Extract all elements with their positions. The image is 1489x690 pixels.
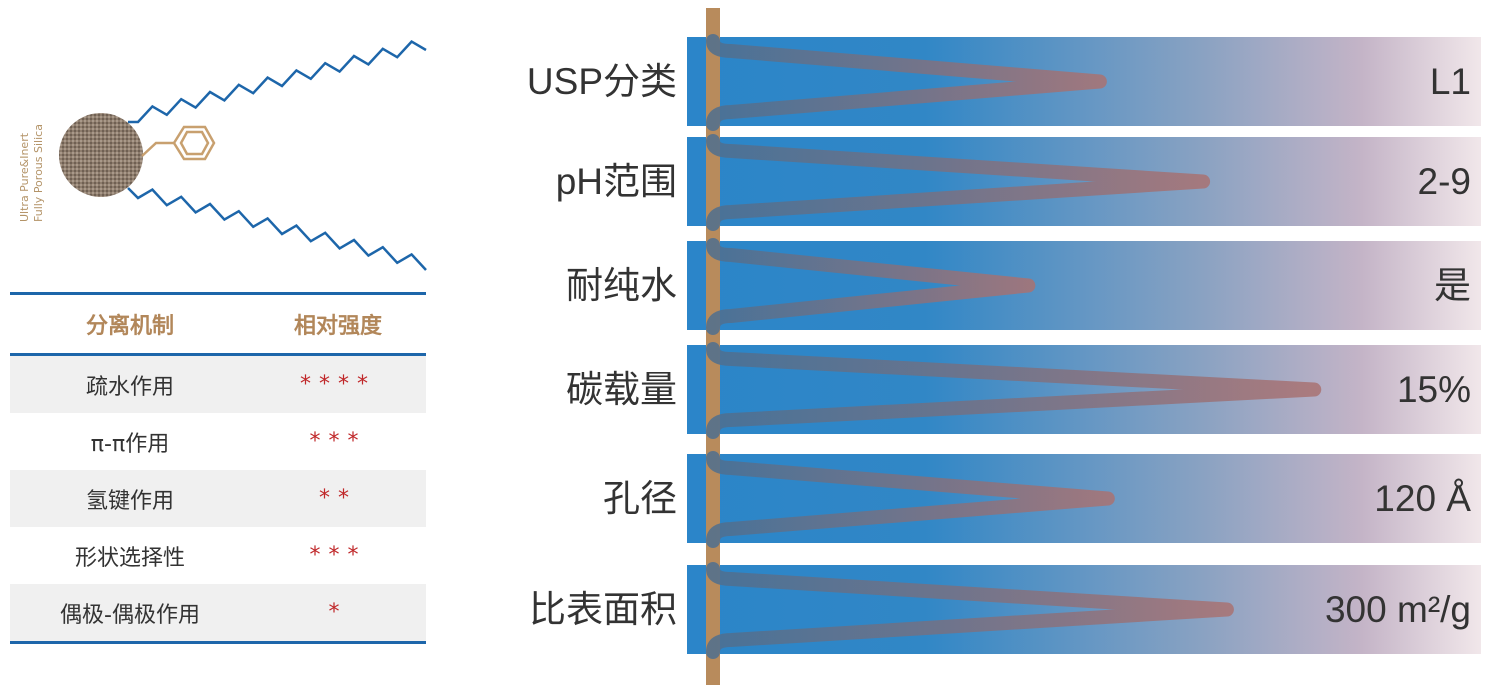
table-row: 偶极-偶极作用 * [10,584,426,641]
spec-label-carbon: 碳载量 [566,369,677,410]
spec-value-carbon: 15% [1396,369,1471,410]
spec-value-usp: L1 [1429,61,1471,102]
spec-value-surface: 300 m²/g [1324,589,1471,630]
table-row: π-π作用 *** [10,413,426,470]
table-row: 疏水作用 **** [10,356,426,413]
mechanism-name: π-π作用 [90,431,170,457]
table-row: 氢键作用 ** [10,470,426,527]
silica-particle-label: Ultra Pure&Inert Fully Porous Silica [18,124,46,222]
strength-stars: * [328,600,348,625]
table-bottom-rule [10,641,426,644]
upper-alkyl-chain [128,40,427,124]
mechanism-name: 形状选择性 [74,545,185,571]
mechanism-name: 偶极-偶极作用 [60,602,200,628]
table-header-row: 分离机制 相对强度 [10,295,426,353]
phenyl-ring-icon [141,125,216,161]
spec-value-pore: 120 Å [1374,478,1471,519]
strength-stars: ** [319,486,357,511]
silica-label-line1: Ultra Pure&Inert [18,132,31,222]
spec-label-usp: USP分类 [526,61,677,102]
mechanism-name: 疏水作用 [85,374,174,400]
strength-stars: **** [300,372,376,397]
spec-value-ph: 2-9 [1417,161,1471,202]
spec-label-pore: 孔径 [603,478,677,519]
silica-label-line2: Fully Porous Silica [32,124,45,222]
spec-value-water: 是 [1434,265,1471,306]
table-top-rule [10,292,426,295]
silica-particle-icon [59,113,143,197]
table-header-rule [10,353,426,356]
strength-stars: *** [309,429,367,454]
header-strength: 相对强度 [293,314,382,339]
spec-label-surface: 比表面积 [529,589,677,630]
table-row: 形状选择性 *** [10,527,426,584]
lower-alkyl-chain [127,187,427,271]
spec-label-water: 耐纯水 [566,265,677,306]
mechanism-name: 氢键作用 [85,488,174,514]
c18-phenyl-molecule-illustration [59,40,427,271]
strength-stars: *** [309,543,367,568]
separation-mechanism-table: 分离机制 相对强度 疏水作用 **** π-π作用 *** 氢键作用 ** 形状… [10,292,426,644]
spec-label-ph: pH范围 [555,161,677,202]
header-mechanism: 分离机制 [85,314,174,339]
